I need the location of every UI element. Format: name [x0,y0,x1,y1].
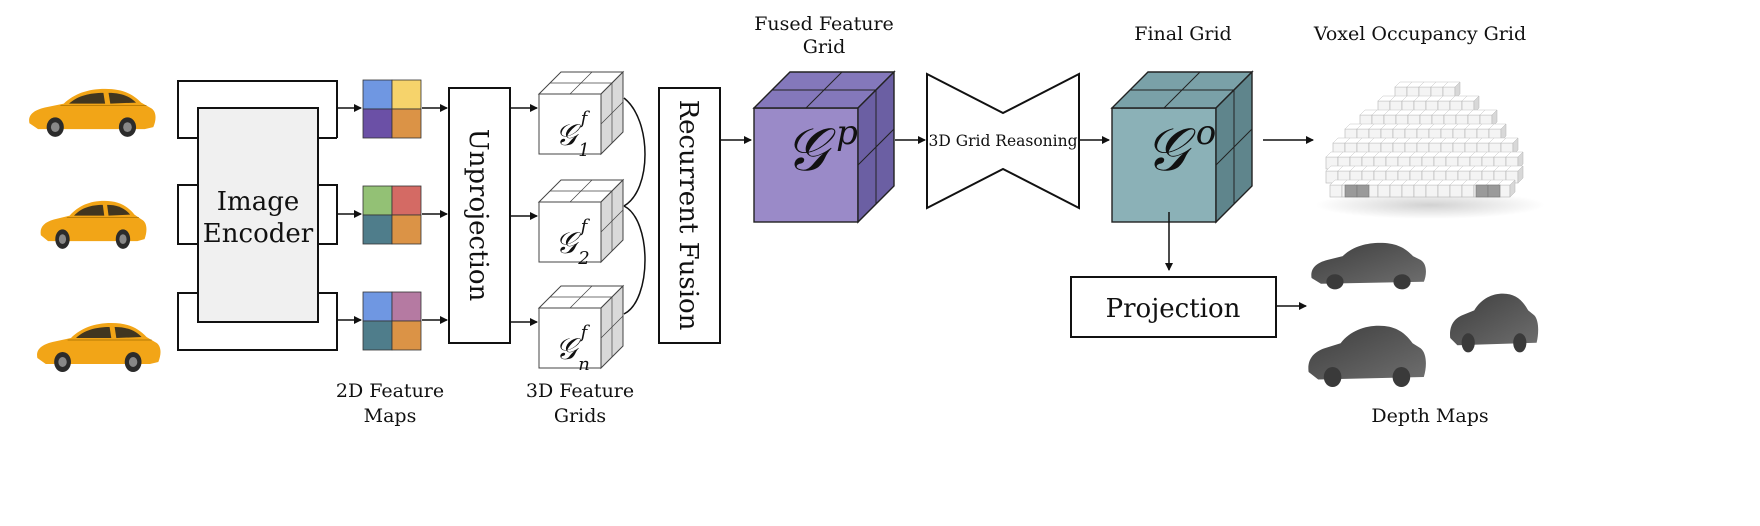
feature-maps-caption-2: Maps [364,405,417,427]
unprojection-label: Unprojection [463,129,493,302]
feature-grid-subscript: 1 [578,140,589,161]
projection-label: Projection [1106,294,1241,324]
feature-map-cell [362,320,393,351]
voxel-occupancy-grid [1325,81,1524,198]
feature-grids-caption-2: Grids [554,405,606,427]
final-grid-superscript: o [1196,113,1216,153]
cube-divider [569,71,593,95]
voxel-wheel [1475,184,1489,198]
grid-reasoning-block [926,72,1080,210]
feature-map-cell [362,185,393,216]
feature-map-2 [362,185,422,245]
feature-grids-caption-1: 3D Feature [526,380,634,402]
image-encoder-label-1: Image [217,187,299,217]
cube-divider [600,101,624,125]
feature-map-cell [391,320,422,351]
image-encoder-box [197,107,319,323]
feature-grid-subscript: 2 [577,248,589,269]
voxel-wheel [1487,184,1501,198]
feature-map-cell [362,291,393,322]
recurrent-link-1 [623,97,646,207]
feature-map-cell [362,214,393,245]
image-encoder-block: Image Encoder [177,80,338,351]
feature-map-cell [391,185,422,216]
feature-map-cell [391,79,422,110]
fused-grid-superscript: p [836,113,858,153]
cube-front-face [538,201,602,263]
depth-caption: Depth Maps [1371,405,1488,427]
fused-feature-grid-cube [752,70,896,224]
depth-map-1 [1311,242,1426,290]
fused-grid-caption-1: Fused Feature [754,13,894,35]
recurrent-link-2 [623,205,646,315]
projection-box [1070,276,1277,338]
cube-divider [857,128,895,166]
cube-divider [569,285,593,309]
feature-map-3 [362,291,422,351]
voxel-shadow [1315,191,1545,219]
grid-reasoning-label: 3D Grid Reasoning [928,132,1077,150]
cube-front-face [538,93,602,155]
cube-divider [1163,71,1201,109]
input-view-1 [28,88,157,138]
feature-map-1 [362,79,422,139]
depth-map-2 [1450,293,1539,353]
feature-maps-group [362,79,422,351]
feature-map-cell [362,108,393,139]
cube-divider [600,209,624,233]
fused-grid-caption-2: Grid [803,36,846,58]
depth-map-3 [1308,325,1426,387]
feature-map-cell [391,291,422,322]
cube-divider [1215,128,1253,166]
final-grid-cube [1110,70,1254,224]
feature-map-cell [391,108,422,139]
cube-divider [569,179,593,203]
final-grid-caption: Final Grid [1134,23,1231,45]
feature-map-cell [391,214,422,245]
voxel-wheel [1344,184,1358,198]
input-view-2 [40,200,147,250]
input-view-3 [36,322,162,373]
image-encoder-label-2: Encoder [203,219,314,249]
recurrent-fusion-label: Recurrent Fusion [673,100,703,331]
cube-front-face [538,307,602,369]
voxel-wheel [1356,184,1370,198]
voxel [1497,179,1516,198]
cube-front-face [753,107,859,223]
cube-divider [600,315,624,339]
recurrent-fusion-box [658,87,721,344]
feature-map-cell [362,79,393,110]
cube-divider [805,71,843,109]
voxel-caption: Voxel Occupancy Grid [1313,23,1526,45]
feature-grid-subscript: n [578,354,590,375]
feature-maps-caption-1: 2D Feature [336,380,444,402]
